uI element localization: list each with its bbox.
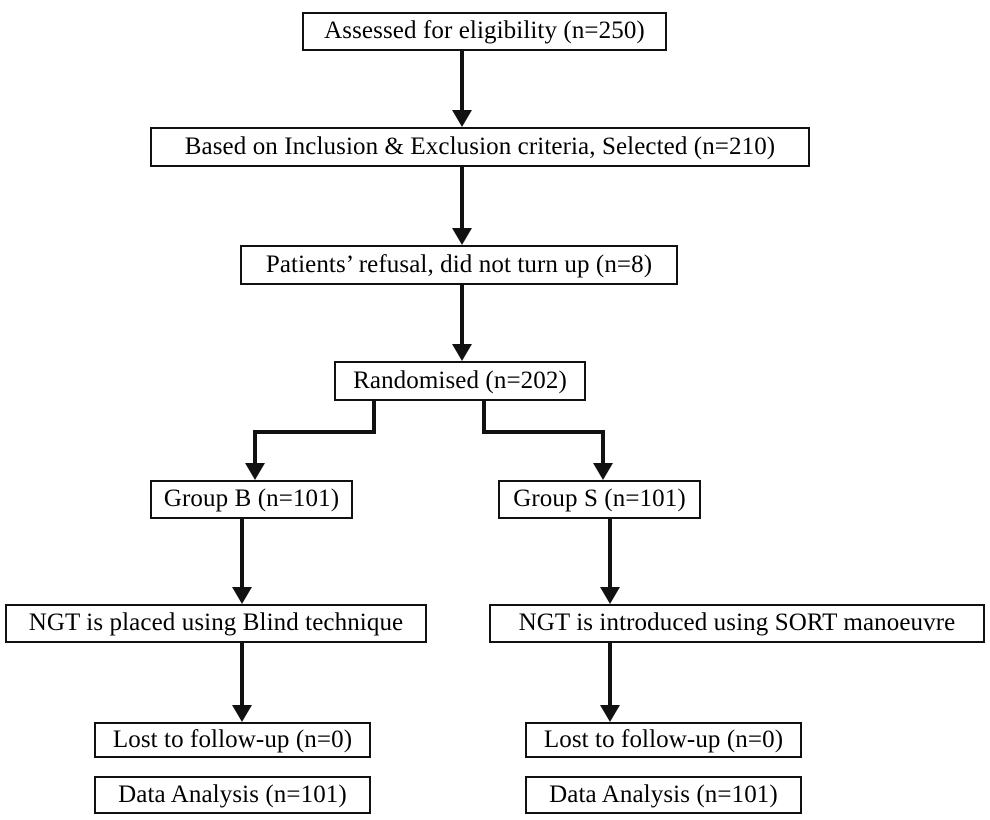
node-label: Randomised (n=202) (353, 366, 567, 394)
node-data-analysis-group-b: Data Analysis (n=101) (94, 776, 371, 814)
connector-refusal-to-randomised (452, 285, 472, 361)
node-label: Assessed for eligibility (n=250) (324, 17, 645, 44)
node-label: Based on Inclusion & Exclusion criteria,… (184, 132, 776, 160)
node-patients-refusal: Patients’ refusal, did not turn up (n=8) (240, 245, 678, 285)
node-assessed-for-eligibility: Assessed for eligibility (n=250) (302, 12, 667, 51)
connector-group-b-to-ngt-blind (232, 519, 252, 604)
node-label: Lost to follow-up (n=0) (112, 725, 353, 753)
node-label: Group B (n=101) (163, 485, 340, 512)
node-label: Group S (n=101) (513, 485, 686, 512)
node-lost-to-follow-up-group-s: Lost to follow-up (n=0) (525, 722, 802, 758)
connector-ngt-blind-to-lost-b (232, 643, 252, 722)
node-group-s: Group S (n=101) (498, 480, 701, 519)
node-label: Data Analysis (n=101) (549, 780, 778, 808)
node-group-b: Group B (n=101) (150, 480, 353, 519)
node-label: NGT is placed using Blind technique (28, 609, 404, 636)
node-data-analysis-group-s: Data Analysis (n=101) (525, 776, 802, 814)
node-label: Patients’ refusal, did not turn up (n=8) (265, 250, 653, 278)
connector-group-s-to-ngt-sort (600, 519, 620, 604)
node-label: Data Analysis (n=101) (118, 780, 347, 808)
node-ngt-blind-technique: NGT is placed using Blind technique (5, 604, 427, 643)
connector-ngt-sort-to-lost-s (600, 643, 620, 722)
connector-randomised-to-group-b (245, 401, 376, 480)
connector-randomised-to-group-s (482, 401, 613, 480)
node-randomised: Randomised (n=202) (334, 361, 586, 401)
node-ngt-sort-manoeuvre: NGT is introduced using SORT manoeuvre (489, 604, 985, 643)
node-label: Lost to follow-up (n=0) (543, 725, 784, 753)
node-lost-to-follow-up-group-b: Lost to follow-up (n=0) (94, 722, 371, 758)
node-selected-by-criteria: Based on Inclusion & Exclusion criteria,… (150, 127, 810, 167)
node-label: NGT is introduced using SORT manoeuvre (518, 609, 956, 636)
connector-selected-to-refusal (452, 167, 472, 245)
connector-assessed-to-selected (452, 51, 472, 127)
